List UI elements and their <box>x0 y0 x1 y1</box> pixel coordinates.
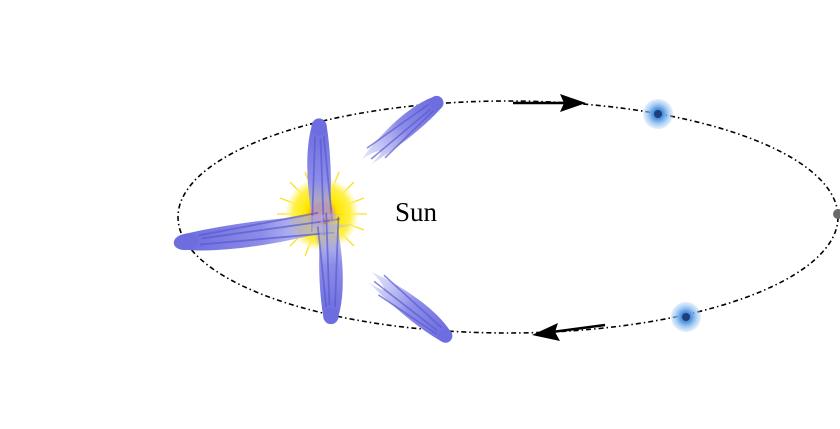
arrow-left-icon <box>532 323 606 341</box>
comet-icon <box>356 88 449 171</box>
comet-far-icon <box>671 302 701 332</box>
sun-label: Sun <box>395 197 438 227</box>
comet-far-icon <box>833 209 840 219</box>
comet-far-icon <box>643 99 673 129</box>
comet-icon <box>362 265 460 349</box>
arrow-right-icon <box>513 94 586 112</box>
orbit-path <box>177 100 839 334</box>
